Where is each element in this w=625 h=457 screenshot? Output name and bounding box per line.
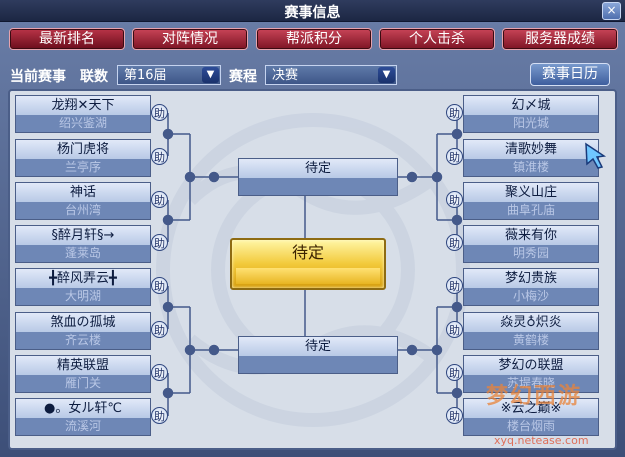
assist-icon[interactable]: 助 bbox=[446, 191, 463, 208]
tab-server-results[interactable]: 服务器成绩 bbox=[502, 28, 618, 50]
team-server: 镇淮楼 bbox=[464, 159, 598, 176]
tab-latest-ranking[interactable]: 最新排名 bbox=[9, 28, 125, 50]
stage-select-value: 决赛 bbox=[272, 68, 299, 83]
semifinal-top-server bbox=[239, 178, 397, 195]
left-team-1[interactable]: 龙翔✕天下绍兴鉴湖 bbox=[15, 95, 151, 133]
left-team-5[interactable]: ╋醉风弄云╋大明湖 bbox=[15, 268, 151, 306]
team-name: 清歌妙舞 bbox=[464, 140, 598, 159]
tab-guild-points[interactable]: 帮派积分 bbox=[256, 28, 372, 50]
chevron-down-icon[interactable]: ▼ bbox=[378, 67, 395, 83]
close-icon[interactable]: × bbox=[602, 2, 621, 20]
semifinal-top[interactable]: 待定 bbox=[238, 158, 398, 196]
assist-icon[interactable]: 助 bbox=[446, 104, 463, 121]
team-name: 神话 bbox=[16, 183, 150, 202]
left-team-4[interactable]: §醉月轩§→蓬莱岛 bbox=[15, 225, 151, 263]
tab-matchups[interactable]: 对阵情况 bbox=[132, 28, 248, 50]
current-event-label: 当前赛事 bbox=[10, 69, 66, 85]
team-name: 龙翔✕天下 bbox=[16, 96, 150, 115]
title-bar: 赛事信息 × bbox=[0, 0, 625, 22]
cursor-icon bbox=[585, 142, 607, 169]
final-label: 待定 bbox=[291, 243, 324, 262]
right-team-8[interactable]: ※云之巅※楼台烟雨 bbox=[463, 398, 599, 436]
right-team-4[interactable]: 薇来有你明秀园 bbox=[463, 225, 599, 263]
semifinal-bottom-label: 待定 bbox=[239, 337, 397, 356]
team-server: 兰亭序 bbox=[16, 159, 150, 176]
assist-icon[interactable]: 助 bbox=[151, 234, 168, 251]
team-name: 煞血の孤城 bbox=[16, 313, 150, 332]
assist-icon[interactable]: 助 bbox=[446, 277, 463, 294]
team-name: 精英联盟 bbox=[16, 356, 150, 375]
team-name: ※云之巅※ bbox=[464, 399, 598, 418]
final-slot[interactable]: 待定 bbox=[230, 238, 386, 290]
assist-icon[interactable]: 助 bbox=[151, 148, 168, 165]
season-label: 联数 bbox=[80, 69, 108, 85]
right-team-5[interactable]: 梦幻贵族小梅沙 bbox=[463, 268, 599, 306]
assist-icon[interactable]: 助 bbox=[151, 364, 168, 381]
team-name: 焱灵♁炽炎 bbox=[464, 313, 598, 332]
assist-icon[interactable]: 助 bbox=[151, 104, 168, 121]
team-server: 雁门关 bbox=[16, 375, 150, 392]
team-server: 台州湾 bbox=[16, 202, 150, 219]
right-team-7[interactable]: 梦幻の联盟苏堤春晓 bbox=[463, 355, 599, 393]
assist-icon[interactable]: 助 bbox=[151, 407, 168, 424]
assist-icon[interactable]: 助 bbox=[446, 321, 463, 338]
team-server: 苏堤春晓 bbox=[464, 375, 598, 392]
final-bar bbox=[236, 268, 380, 284]
assist-icon[interactable]: 助 bbox=[151, 191, 168, 208]
team-name: 幻〆城 bbox=[464, 96, 598, 115]
watermark-url: xyq.netease.com bbox=[494, 434, 589, 447]
chevron-down-icon[interactable]: ▼ bbox=[202, 67, 219, 83]
team-name: 梦幻の联盟 bbox=[464, 356, 598, 375]
season-select[interactable]: 第16届 ▼ bbox=[117, 65, 221, 85]
team-name: 聚义山庄 bbox=[464, 183, 598, 202]
team-name: ╋醉风弄云╋ bbox=[16, 269, 150, 288]
team-name: ●。女ル轩℃ bbox=[16, 399, 150, 418]
team-server: 明秀园 bbox=[464, 245, 598, 262]
team-name: §醉月轩§→ bbox=[16, 226, 150, 245]
team-server: 小梅沙 bbox=[464, 288, 598, 305]
season-select-value: 第16届 bbox=[124, 68, 167, 83]
team-server: 流溪河 bbox=[16, 418, 150, 435]
left-team-3[interactable]: 神话台州湾 bbox=[15, 182, 151, 220]
left-team-6[interactable]: 煞血の孤城齐云楼 bbox=[15, 312, 151, 350]
team-server: 楼台烟雨 bbox=[464, 418, 598, 435]
team-server: 蓬莱岛 bbox=[16, 245, 150, 262]
semifinal-bottom-server bbox=[239, 356, 397, 373]
assist-icon[interactable]: 助 bbox=[446, 407, 463, 424]
right-team-2[interactable]: 清歌妙舞镇淮楼 bbox=[463, 139, 599, 177]
event-calendar-button[interactable]: 赛事日历 bbox=[530, 63, 610, 86]
left-team-2[interactable]: 杨门虎将兰亭序 bbox=[15, 139, 151, 177]
team-server: 曲阜孔庙 bbox=[464, 202, 598, 219]
assist-icon[interactable]: 助 bbox=[446, 148, 463, 165]
stage-label: 赛程 bbox=[229, 69, 257, 85]
team-server: 绍兴鉴湖 bbox=[16, 115, 150, 132]
semifinal-top-label: 待定 bbox=[239, 159, 397, 178]
team-server: 黄鹤楼 bbox=[464, 332, 598, 349]
right-team-6[interactable]: 焱灵♁炽炎黄鹤楼 bbox=[463, 312, 599, 350]
team-name: 梦幻贵族 bbox=[464, 269, 598, 288]
right-team-3[interactable]: 聚义山庄曲阜孔庙 bbox=[463, 182, 599, 220]
tab-personal-kills[interactable]: 个人击杀 bbox=[379, 28, 495, 50]
window-title: 赛事信息 bbox=[284, 5, 341, 21]
team-server: 阳光城 bbox=[464, 115, 598, 132]
assist-icon[interactable]: 助 bbox=[151, 277, 168, 294]
watermark: 梦幻西游 xyq.netease.com bbox=[480, 372, 618, 452]
semifinal-bottom[interactable]: 待定 bbox=[238, 336, 398, 374]
assist-icon[interactable]: 助 bbox=[446, 364, 463, 381]
right-team-1[interactable]: 幻〆城阳光城 bbox=[463, 95, 599, 133]
team-server: 齐云楼 bbox=[16, 332, 150, 349]
team-name: 薇来有你 bbox=[464, 226, 598, 245]
team-name: 杨门虎将 bbox=[16, 140, 150, 159]
stage-select[interactable]: 决赛 ▼ bbox=[265, 65, 397, 85]
team-server: 大明湖 bbox=[16, 288, 150, 305]
assist-icon[interactable]: 助 bbox=[446, 234, 463, 251]
left-team-7[interactable]: 精英联盟雁门关 bbox=[15, 355, 151, 393]
assist-icon[interactable]: 助 bbox=[151, 321, 168, 338]
watermark-logo: 梦幻西游 bbox=[486, 384, 583, 409]
